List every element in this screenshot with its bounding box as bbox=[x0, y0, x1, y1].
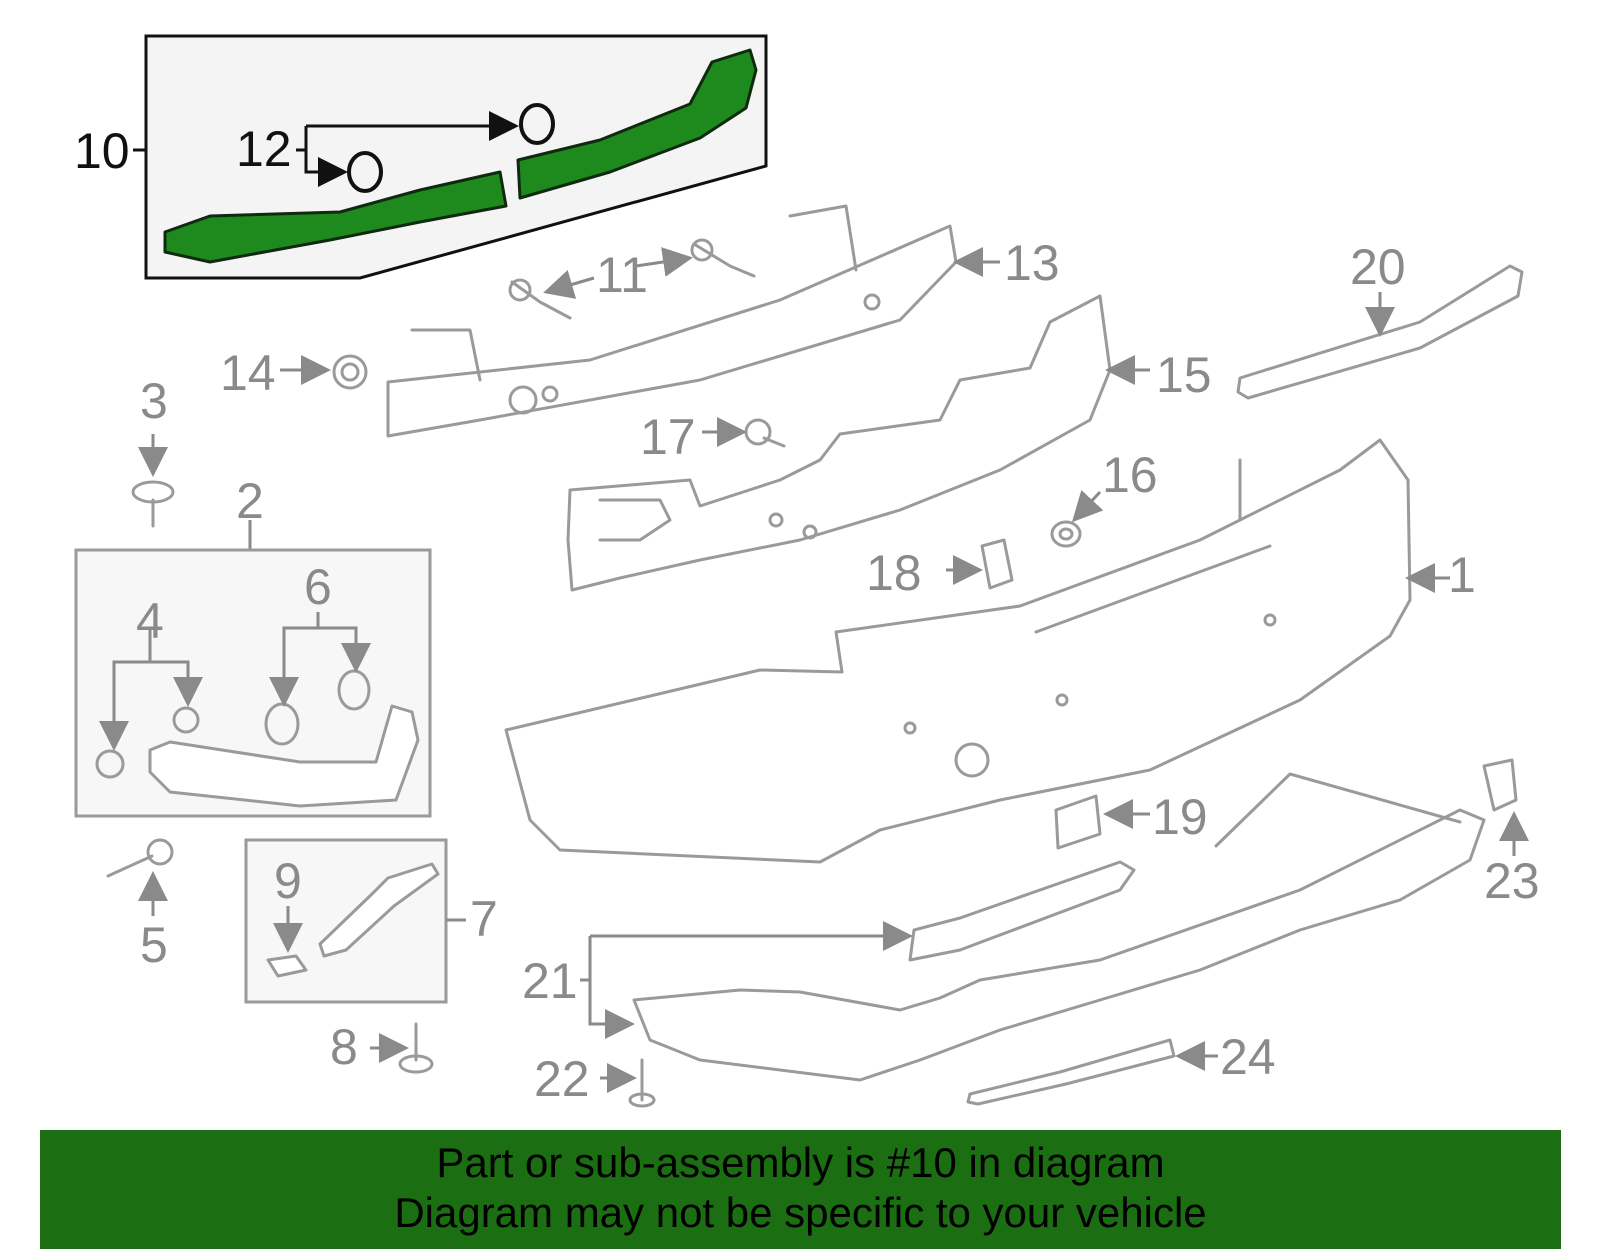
callout-9: 9 bbox=[274, 853, 302, 909]
part-10-group[interactable] bbox=[133, 34, 768, 280]
callout-12: 12 bbox=[236, 121, 292, 177]
callout-1: 1 bbox=[1448, 547, 1476, 603]
part-10-left-bracket[interactable] bbox=[163, 170, 508, 264]
part-23-bracket[interactable] bbox=[1482, 758, 1529, 856]
part-3-bolt[interactable] bbox=[131, 434, 175, 528]
part-12-grommet-lower bbox=[347, 151, 383, 193]
part-12-grommet-upper bbox=[519, 103, 555, 145]
part-13-reinforcement[interactable] bbox=[386, 204, 1000, 438]
part-2-group[interactable] bbox=[74, 520, 432, 818]
callout-20: 20 bbox=[1350, 239, 1406, 295]
part-11-bolts[interactable] bbox=[508, 238, 756, 320]
callout-2: 2 bbox=[236, 473, 264, 529]
part-1-fascia[interactable] bbox=[504, 438, 1450, 864]
part-8-bolt[interactable] bbox=[370, 1022, 434, 1074]
part-15-absorber[interactable] bbox=[566, 294, 1150, 592]
part-14-nut[interactable] bbox=[280, 354, 368, 390]
part-24-molding[interactable] bbox=[966, 1038, 1218, 1106]
part-19-cover[interactable] bbox=[1054, 794, 1150, 850]
callout-22: 22 bbox=[534, 1051, 590, 1107]
callout-13: 13 bbox=[1004, 235, 1060, 291]
callout-23: 23 bbox=[1484, 853, 1540, 909]
callout-11: 11 bbox=[596, 247, 648, 303]
callout-8: 8 bbox=[330, 1019, 358, 1075]
banner-line-2: Diagram may not be specific to your vehi… bbox=[394, 1189, 1207, 1236]
part-7-group[interactable] bbox=[244, 838, 466, 1004]
part-18-bracket[interactable] bbox=[946, 538, 1014, 590]
callout-18: 18 bbox=[866, 545, 922, 601]
callout-19: 19 bbox=[1152, 789, 1208, 845]
callout-24: 24 bbox=[1220, 1029, 1276, 1085]
callout-10: 10 bbox=[74, 123, 130, 179]
part-20-molding[interactable] bbox=[1236, 264, 1524, 400]
callout-14: 14 bbox=[220, 345, 276, 401]
banner-line-1: Part or sub-assembly is #10 in diagram bbox=[436, 1139, 1165, 1186]
callout-7: 7 bbox=[470, 891, 498, 947]
callout-6: 6 bbox=[304, 559, 332, 615]
callout-3: 3 bbox=[140, 373, 168, 429]
part-16-clip[interactable] bbox=[1050, 490, 1104, 548]
part-21-valance[interactable] bbox=[580, 772, 1486, 1082]
part-5-bolt[interactable] bbox=[106, 838, 174, 916]
part-17-pushpin[interactable] bbox=[702, 417, 786, 448]
callout-15: 15 bbox=[1156, 347, 1212, 403]
callout-16: 16 bbox=[1102, 447, 1158, 503]
part-22-bolt[interactable] bbox=[600, 1058, 656, 1108]
callout-17: 17 bbox=[640, 409, 696, 465]
info-banner: Part or sub-assembly is #10 in diagram D… bbox=[40, 1130, 1561, 1249]
part-10-right-bracket[interactable] bbox=[516, 48, 758, 200]
callout-4: 4 bbox=[136, 593, 164, 649]
callout-5: 5 bbox=[140, 917, 168, 973]
callout-21: 21 bbox=[522, 953, 578, 1009]
